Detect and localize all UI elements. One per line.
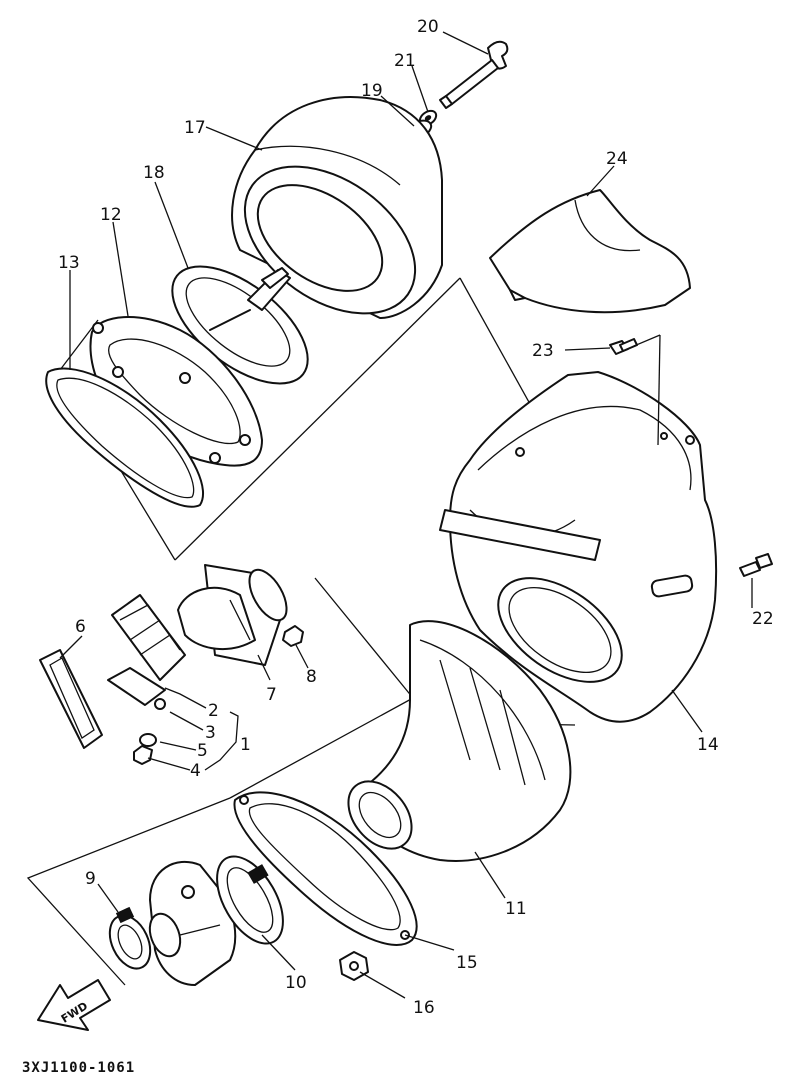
part-8-bolt <box>282 625 304 647</box>
part-22-bolt <box>739 553 773 577</box>
diagram-code: 3XJ1100-1061 <box>22 1060 135 1076</box>
label-9: 9 <box>85 869 96 889</box>
part-3-stopper <box>154 698 166 710</box>
part-6-gasket <box>39 649 103 749</box>
label-15: 15 <box>456 953 478 973</box>
label-14: 14 <box>697 735 719 755</box>
label-13: 13 <box>58 253 80 273</box>
part-20-bolt <box>439 40 509 109</box>
label-24: 24 <box>606 149 628 169</box>
part-23-bolt <box>609 338 638 355</box>
part-11-joint <box>347 620 572 862</box>
label-12: 12 <box>100 205 122 225</box>
part-24-cover <box>489 189 691 314</box>
part-2-reed-plate <box>107 667 166 706</box>
label-17: 17 <box>184 118 206 138</box>
label-11: 11 <box>505 899 527 919</box>
label-4: 4 <box>190 761 201 781</box>
label-20: 20 <box>417 17 439 37</box>
carburetor <box>148 860 237 986</box>
part-10-clamp <box>216 855 284 945</box>
fwd-arrow-icon: FWD <box>37 979 111 1031</box>
label-21: 21 <box>394 51 416 71</box>
part-1-reed-valve-assembly <box>111 594 186 681</box>
part-7-carburetor-joint <box>177 564 288 666</box>
label-6: 6 <box>75 617 86 637</box>
part-14-air-filter-case <box>439 371 718 723</box>
part-12-filter-cage <box>89 316 263 467</box>
label-18: 18 <box>143 163 165 183</box>
leader-lines <box>59 31 753 999</box>
part-18-filter-guide <box>171 265 309 385</box>
label-3: 3 <box>205 723 216 743</box>
part-16-nut <box>339 951 369 981</box>
part-15-flange <box>233 791 418 946</box>
label-23: 23 <box>532 341 554 361</box>
part-13-gasket <box>45 367 205 508</box>
part-labels: 20 21 19 17 18 12 13 24 23 22 14 11 15 1… <box>58 17 774 1018</box>
part-4-screw <box>133 745 153 765</box>
label-22: 22 <box>752 609 774 629</box>
label-16: 16 <box>413 998 435 1018</box>
label-19: 19 <box>361 81 383 101</box>
label-7: 7 <box>266 685 277 705</box>
label-8: 8 <box>306 667 317 687</box>
part-9-clamp <box>108 906 152 970</box>
label-10: 10 <box>285 973 307 993</box>
label-1: 1 <box>240 735 251 755</box>
label-2: 2 <box>208 701 219 721</box>
label-5: 5 <box>197 741 208 761</box>
part-5-washer <box>139 733 157 747</box>
